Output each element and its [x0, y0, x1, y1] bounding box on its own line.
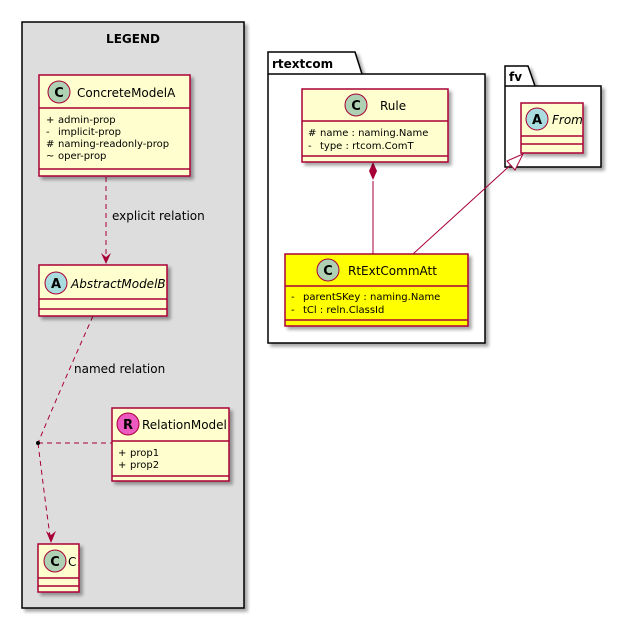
relation-explicit-label: explicit relation [112, 209, 205, 223]
legend-title: LEGEND [106, 32, 160, 46]
relation-inheritance [412, 152, 525, 255]
class-stereotype-letter: A [51, 277, 61, 292]
class-stereotype-letter: A [532, 113, 542, 128]
class-c[interactable]: C C [37, 543, 80, 593]
class-name: From [552, 113, 583, 127]
member-label: oper-prop [58, 151, 106, 162]
class-a-icon [525, 107, 549, 131]
member-label: prop1 [130, 448, 159, 459]
class-relation-model[interactable]: R RelationModel + prop1 + prop2 [111, 407, 230, 482]
member-label: prop2 [130, 460, 159, 471]
class-stereotype-letter: C [54, 86, 64, 101]
class-stereotype-letter: C [323, 264, 333, 279]
class-name: C [68, 555, 76, 569]
member-visibility-icon: ~ [46, 151, 54, 162]
member-visibility-icon: # [46, 139, 54, 150]
member-visibility-icon: + [118, 448, 126, 459]
class-abstract-model-b[interactable]: A AbstractModelB [38, 264, 168, 317]
class-c-icon [47, 80, 71, 104]
member-visibility-icon: - [291, 292, 295, 303]
class-stereotype-letter: C [351, 99, 361, 114]
member-visibility-icon: - [308, 141, 312, 152]
class-c-icon [344, 93, 368, 117]
inheritance-triangle [506, 152, 525, 171]
class-c-icon [43, 549, 67, 573]
member-visibility-icon: - [291, 305, 295, 316]
class-rt-ext-comm-att[interactable]: C RtExtCommAtt - parentSKey : naming.Nam… [284, 253, 469, 327]
class-rule[interactable]: C Rule # name : naming.Name - type : rtc… [301, 88, 449, 163]
rtextcom-package-label: rtextcom [272, 57, 333, 71]
class-name: AbstractModelB [70, 277, 166, 291]
member-visibility-icon: + [46, 115, 54, 126]
composition-diamond [369, 162, 377, 180]
member-label: admin-prop [58, 115, 116, 126]
relation-composition [369, 162, 377, 254]
member-label: naming-readonly-prop [58, 139, 169, 150]
class-r-icon [116, 412, 140, 436]
member-visibility-icon: - [46, 127, 50, 138]
class-name: RelationModel [142, 418, 227, 432]
fv-package-label: fv [509, 70, 522, 84]
class-from[interactable]: A From [520, 102, 584, 154]
class-c-icon [316, 258, 340, 282]
member-visibility-icon: # [308, 128, 316, 139]
class-name: Rule [380, 99, 406, 113]
member-label: implicit-prop [58, 127, 121, 138]
member-label: tCl : reln.ClassId [303, 305, 384, 316]
relation-explicit: explicit relation [101, 177, 205, 264]
class-name: RtExtCommAtt [348, 264, 437, 278]
member-visibility-icon: + [118, 460, 126, 471]
class-name: ConcreteModelA [77, 86, 176, 100]
class-concrete-model-a[interactable]: C ConcreteModelA + admin-prop - implicit… [38, 74, 191, 177]
member-label: parentSKey : naming.Name [303, 292, 440, 303]
relation-named: named relation [36, 315, 165, 543]
class-stereotype-letter: R [123, 418, 133, 433]
relation-named-label: named relation [74, 362, 165, 376]
member-label: name : naming.Name [320, 128, 428, 139]
relation-junction-dot [36, 441, 40, 445]
class-a-icon [44, 271, 68, 295]
member-label: type : rtcom.ComT [320, 141, 414, 152]
class-stereotype-letter: C [50, 555, 60, 570]
